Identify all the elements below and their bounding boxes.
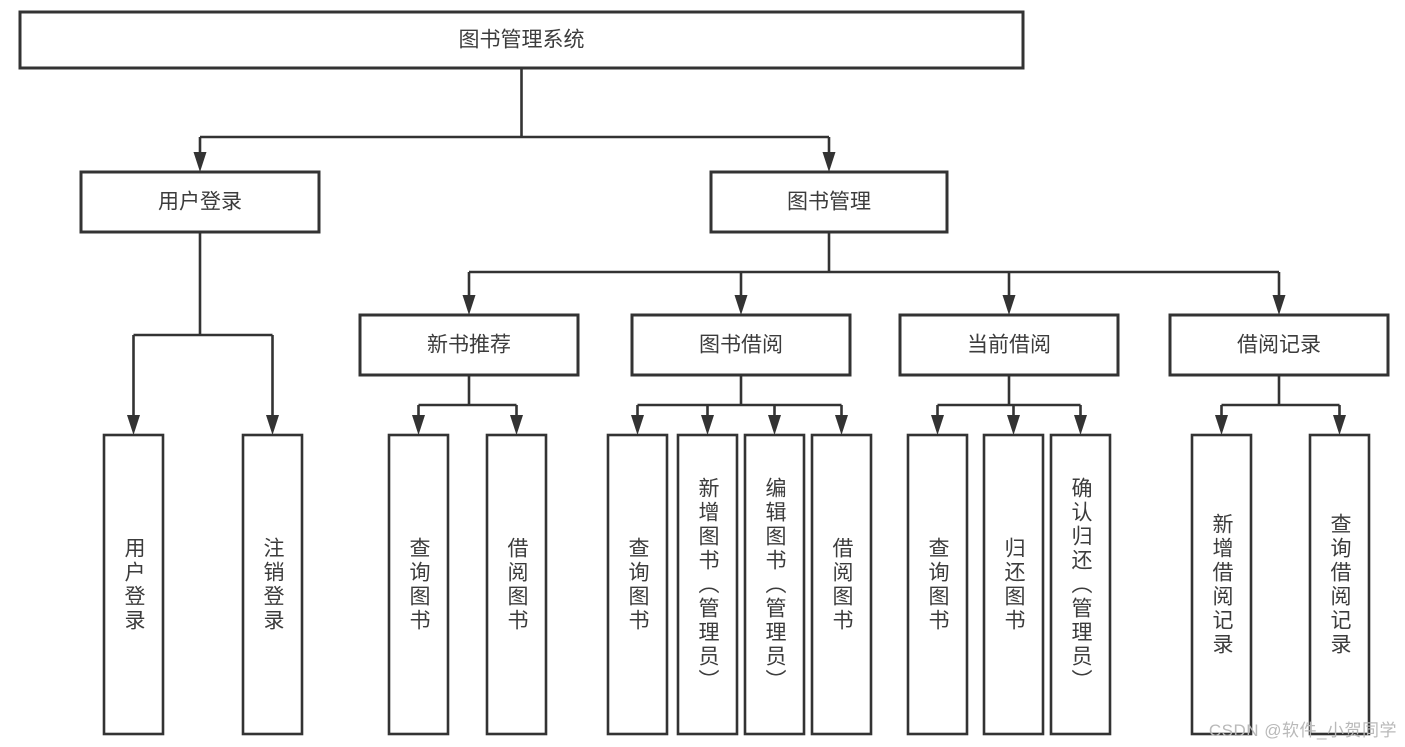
level2-box-book-manage[interactable] xyxy=(709,170,949,234)
csdn-watermark: CSDN @软件_小贺同学 xyxy=(1208,721,1397,740)
leaf-box-logout-leaf[interactable] xyxy=(241,433,304,736)
level3-label-borrow-record: 借阅记录 xyxy=(1237,334,1321,357)
leaf-box-confirm-return-admin[interactable] xyxy=(1049,433,1112,736)
current-borrow-arrow-icon-0 xyxy=(931,415,944,435)
leaf-box-query-book-current[interactable] xyxy=(906,433,969,736)
leaf-box-query-book-rec[interactable] xyxy=(387,433,450,736)
user-login-arrow-icon-1 xyxy=(266,415,279,435)
user-login-arrow-icon-0 xyxy=(127,415,140,435)
level3-box-book-borrow[interactable] xyxy=(630,313,852,377)
new-book-recommend-arrow-icon-0 xyxy=(412,415,425,435)
level2-layer: 用户登录 图书管理 xyxy=(79,170,949,234)
title-label: 图书管理系统 xyxy=(459,29,585,52)
new-book-recommend-arrow-icon-1 xyxy=(510,415,523,435)
current-borrow-arrow-icon-2 xyxy=(1074,415,1087,435)
level3-label-new-book-recommend: 新书推荐 xyxy=(427,334,511,357)
leaf-box-return-book[interactable] xyxy=(982,433,1045,736)
book-borrow-arrow-icon-0 xyxy=(631,415,644,435)
root-arrow-icon-1 xyxy=(822,152,836,172)
book-borrow-arrow-icon-3 xyxy=(835,415,848,435)
borrow-record-arrow-icon-0 xyxy=(1215,415,1228,435)
borrow-record-arrow-icon-1 xyxy=(1333,415,1346,435)
connector-layer xyxy=(127,68,1346,435)
level2-label-book-manage: 图书管理 xyxy=(787,191,871,214)
level3-box-borrow-record[interactable] xyxy=(1168,313,1390,377)
leaf-box-borrow-book-rec[interactable] xyxy=(485,433,548,736)
book-borrow-arrow-icon-2 xyxy=(768,415,781,435)
book-manage-arrow-icon-2 xyxy=(1002,295,1016,315)
level3-layer: 新书推荐 图书借阅 当前借阅 借阅记录 xyxy=(358,313,1390,377)
book-manage-arrow-icon-0 xyxy=(462,295,476,315)
node-user-login[interactable]: 用户登录 xyxy=(79,170,321,234)
current-borrow-arrow-icon-1 xyxy=(1007,415,1020,435)
book-manage-arrow-icon-1 xyxy=(734,295,748,315)
leaf-layer xyxy=(102,433,1371,736)
root-arrow-icon-0 xyxy=(193,152,207,172)
leaf-box-user-login-leaf[interactable] xyxy=(102,433,165,736)
level3-box-current-borrow[interactable] xyxy=(898,313,1120,377)
leaf-box-query-borrow-record[interactable] xyxy=(1308,433,1371,736)
level2-box-user-login[interactable] xyxy=(79,170,321,234)
leaf-box-add-book-admin[interactable] xyxy=(676,433,739,736)
leaf-box-add-borrow-record[interactable] xyxy=(1190,433,1253,736)
level3-box-new-book-recommend[interactable] xyxy=(358,313,580,377)
node-title[interactable]: 图书管理系统 xyxy=(18,10,1025,70)
book-borrow-arrow-icon-1 xyxy=(701,415,714,435)
node-new-book-recommend[interactable]: 新书推荐 xyxy=(358,313,580,377)
level3-label-book-borrow: 图书借阅 xyxy=(699,334,783,357)
title-box[interactable] xyxy=(18,10,1025,70)
level2-label-user-login: 用户登录 xyxy=(158,191,242,214)
node-borrow-record[interactable]: 借阅记录 xyxy=(1168,313,1390,377)
level3-label-current-borrow: 当前借阅 xyxy=(967,334,1051,357)
node-book-manage[interactable]: 图书管理 xyxy=(709,170,949,234)
node-book-borrow[interactable]: 图书借阅 xyxy=(630,313,852,377)
node-current-borrow[interactable]: 当前借阅 xyxy=(898,313,1120,377)
leaf-box-borrow-book[interactable] xyxy=(810,433,873,736)
leaf-box-query-book-borrow[interactable] xyxy=(606,433,669,736)
leaf-box-edit-book-admin[interactable] xyxy=(743,433,806,736)
book-manage-arrow-icon-3 xyxy=(1272,295,1286,315)
